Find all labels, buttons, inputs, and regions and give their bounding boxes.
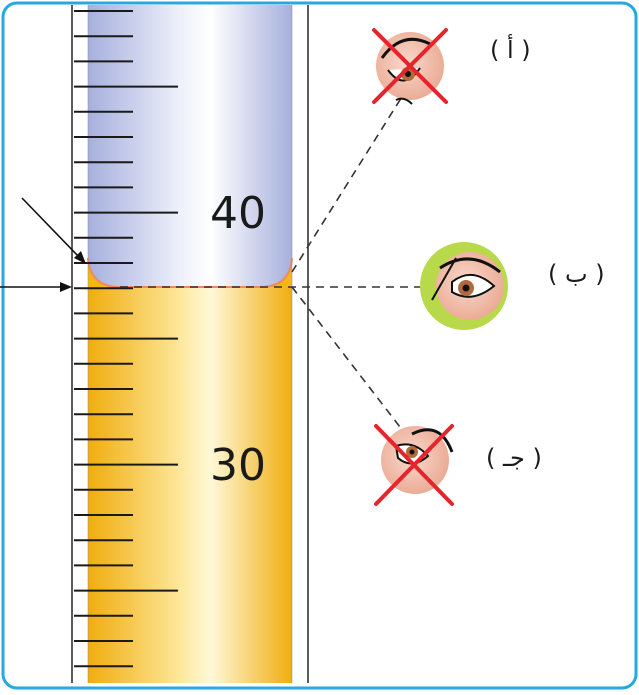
meniscus-pointer-arrow [21,197,86,264]
cross-mark-above-icon [372,28,448,104]
scale-label-40: 40 [210,188,266,239]
option-label-a: ( أ ) [490,34,531,64]
option-label-c: ( جـ ) [486,444,542,472]
graduated-tube [71,5,309,683]
sight-lines [120,67,428,441]
option-label-b: ( ب ) [548,260,605,288]
cross-mark-below-icon [374,424,454,506]
scale-label-30: 30 [210,440,266,491]
lower-liquid [88,287,292,683]
scale-ticks [74,10,178,668]
level-pointer-arrow [0,282,72,292]
upper-liquid [88,5,292,287]
sight-line-below [291,286,411,441]
sight-line-above [291,67,421,273]
eye-level-icon [420,242,508,330]
